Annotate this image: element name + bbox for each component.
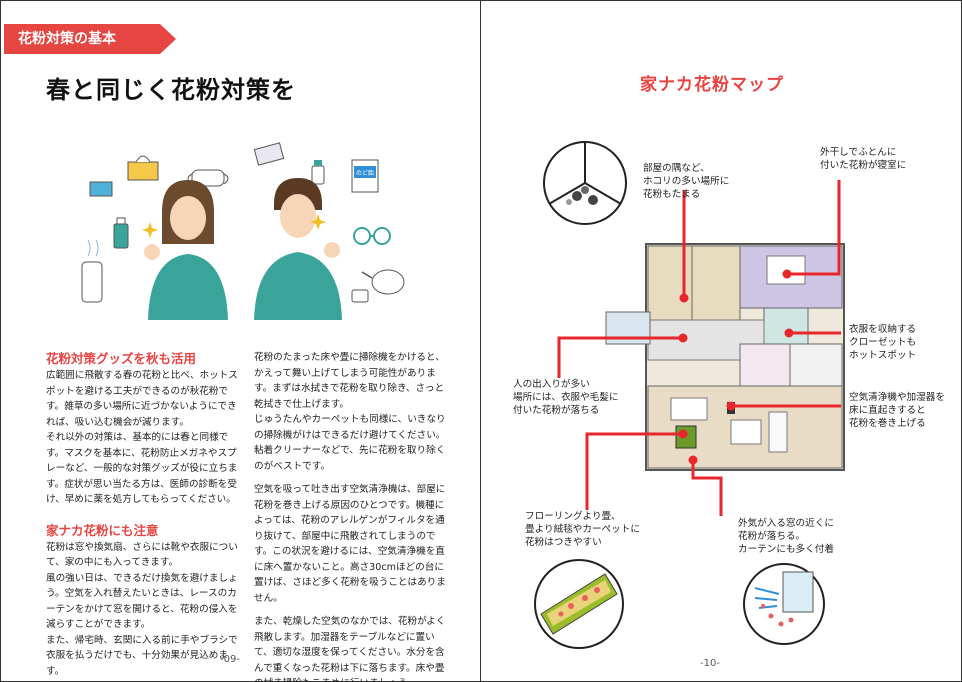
page-number: -09- [220,654,240,665]
paragraph: 風の強い日は、できるだけ換気を避けましょう。空気を入れ替えたいときは、レースのカ… [46,572,238,631]
paragraph: それ以外の対策は、基本的には春と同様です。マスクを基本に、花粉防止メガネやスプレ… [46,432,238,505]
paragraph: 広範囲に飛散する春の花粉と比べ、ホットスポットを避ける工夫ができるのが秋花粉です… [46,370,238,428]
wet-tissue-icon [89,181,113,197]
callout-carpet: フローリングより畳、 畳より絨毯やカーペットに 花粉はつきやすい [525,511,640,548]
callout-futon: 外干しでふとんに 付いた花粉が寝室に [820,147,907,171]
tissue-box-icon [127,155,159,181]
cup-icon [351,289,369,303]
pointer-carpet [585,432,683,510]
people-illustration: のど飴 [81,142,405,320]
candy-pack-icon: のど飴 [351,159,379,193]
window-zoom-circle [743,563,825,645]
pill-pack-icon [253,142,285,166]
glasses-icon [353,227,391,245]
callout-purifier: 空気清浄機や加湿器を 床に直起きすると 花粉を巻き上げる [849,392,945,429]
paragraph: また、乾燥した空気のなかでは、花粉がよく飛散します。加湿器をテーブルなどに置いて… [254,616,446,682]
section-heading: 家ナカ花粉にも注意 [46,522,159,538]
corner-zoom-circle [543,141,627,225]
pointer-entrance [557,336,683,378]
sparkle-icon [142,222,158,238]
paragraph: 花粉は窓や換気扇、さらには靴や衣服について、家の中にも入ってきます。 [46,541,238,569]
callout-closet: 衣服を収納する クローゼットも ホットスポット [849,324,917,361]
map-title: 家ナカ花粉マップ [640,75,784,95]
page-number: -10- [700,658,720,669]
candy-pack-label: のど飴 [356,169,374,177]
left-column: 花粉対策グッズを秋も活用 広範囲に飛散する春の花粉と比べ、ホットスポットを避ける… [46,350,242,679]
pointer-lines [557,180,841,516]
floor-plan [605,243,845,471]
page-divider [480,0,481,682]
paragraph: 花粉のたまった床や畳に掃除機をかけると、かえって舞い上げてしまう可能性があります… [254,352,445,410]
bottle-icon [311,160,325,185]
right-column: 花粉のたまった床や畳に掃除機をかけると、かえって舞い上げてしまう可能性があります… [254,350,450,682]
callout-corner: 部屋の隅など、 ホコリの多い場所に 花粉もたまる [643,163,730,200]
callout-entrance: 人の出入りが多い 場所には、衣服や毛髪に 付いた花粉が落ちる [513,379,619,416]
section-tag: 花粉対策の基本 [4,24,176,54]
sparkle-icon [310,214,326,230]
woman-figure [144,180,228,320]
carpet-zoom-circle [534,559,624,649]
callout-window: 外気が入る窓の近くに 花粉が落ちる。 カーテンにも多く付着 [738,518,834,555]
paragraph: 空気を吸って吐き出す空気清浄機は、部屋に花粉を巻き上げる原因のひとつです。機種に… [254,484,446,604]
page-title: 春と同じく花粉対策を [46,76,296,104]
teapot-icon [361,269,405,295]
man-figure [254,178,342,320]
paragraph: じゅうたんやカーペットも同様に、いきなりの掃除機がけはできるだけ避けてください。… [254,414,446,472]
paragraph: また、帰宅時、玄関に入る前に手やブラシで衣服を払うだけでも、十分効果が見込めます… [46,634,238,677]
pollen-map [534,141,845,649]
pointer-futon [787,180,841,276]
humidifier-icon [81,239,103,303]
section-heading: 花粉対策グッズを秋も活用 [46,351,197,366]
pointer-window [691,460,723,516]
spray-icon [113,217,129,249]
